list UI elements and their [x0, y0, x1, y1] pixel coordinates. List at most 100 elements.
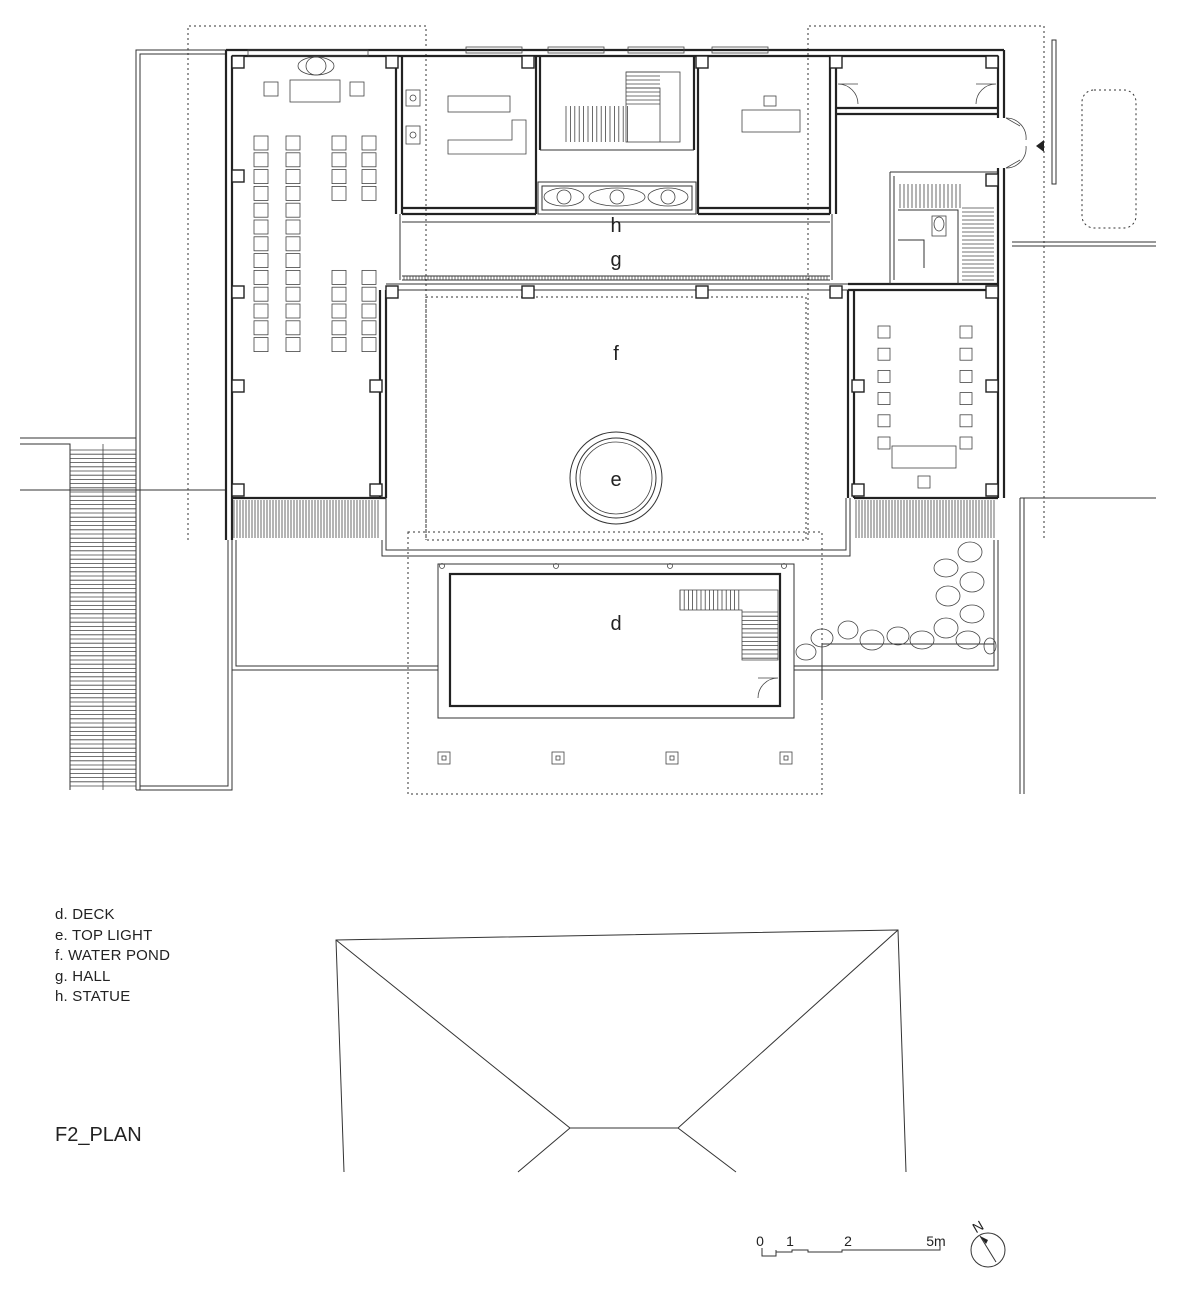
stone	[909, 630, 935, 650]
desk	[253, 152, 269, 168]
column	[369, 483, 383, 497]
column	[985, 379, 999, 393]
chair	[877, 436, 891, 450]
desk	[253, 219, 269, 235]
roof-outline	[335, 929, 907, 1173]
chair	[959, 392, 973, 406]
desk	[285, 337, 301, 353]
desk	[285, 320, 301, 336]
desk	[361, 320, 377, 336]
deck-post	[437, 751, 451, 765]
zone-labels: h g f e d	[610, 215, 621, 635]
classroom-desks-left	[253, 56, 377, 353]
zone-label-d: d	[610, 613, 621, 635]
deck-stair	[679, 589, 779, 661]
chair	[959, 414, 973, 428]
column	[985, 173, 999, 187]
desk	[253, 135, 269, 151]
post-small	[553, 563, 559, 569]
chair	[959, 325, 973, 339]
chair	[959, 436, 973, 450]
column	[985, 285, 999, 299]
stone	[795, 643, 817, 661]
desk	[331, 303, 347, 319]
column	[829, 55, 843, 69]
column	[695, 55, 709, 69]
chair	[877, 392, 891, 406]
stair-path	[626, 87, 661, 142]
stone	[810, 628, 834, 648]
desk	[285, 219, 301, 235]
desk	[253, 269, 269, 285]
desk	[253, 286, 269, 302]
stone	[935, 585, 961, 607]
legend-item-statue: h. STATUE	[55, 988, 131, 1005]
stone	[859, 629, 885, 651]
column	[985, 55, 999, 69]
scale-tick-0: 0	[756, 1233, 764, 1249]
desk	[361, 286, 377, 302]
desk	[285, 303, 301, 319]
exterior-stair-left	[70, 444, 136, 790]
scale-tick-1: 1	[786, 1233, 794, 1249]
desk	[285, 152, 301, 168]
desk	[285, 135, 301, 151]
meeting-room-chairs	[877, 325, 973, 489]
desk	[331, 135, 347, 151]
site-right	[1012, 39, 1156, 794]
stair-outline	[679, 589, 779, 661]
chair	[877, 414, 891, 428]
zone-label-g: g	[610, 249, 621, 271]
interior-stair-top	[565, 71, 994, 281]
stone	[957, 541, 983, 563]
column	[985, 483, 999, 497]
post-small	[667, 563, 673, 569]
deck-post-core	[441, 755, 447, 761]
column	[231, 55, 245, 69]
desk	[331, 337, 347, 353]
stone	[933, 558, 959, 578]
desk	[361, 269, 377, 285]
entrance-arrow-icon	[1036, 140, 1044, 152]
desk	[253, 253, 269, 269]
desk	[253, 202, 269, 218]
desk	[361, 303, 377, 319]
stone	[933, 617, 959, 639]
desk	[253, 337, 269, 353]
roof-overhang-outlines	[187, 25, 1045, 795]
column	[851, 483, 865, 497]
top-windows	[247, 46, 769, 57]
scale-bar: 0 1 2 5m	[756, 1233, 946, 1257]
post-small	[439, 563, 445, 569]
zone-label-f: f	[613, 343, 619, 365]
stone	[983, 637, 997, 655]
stone	[955, 630, 981, 650]
desk	[253, 169, 269, 185]
column	[231, 483, 245, 497]
scale-tick-2: 2	[844, 1233, 852, 1249]
column	[521, 55, 535, 69]
structural-columns	[231, 55, 999, 497]
column	[231, 169, 245, 183]
stone	[959, 604, 985, 624]
desk	[331, 152, 347, 168]
top-rooms-furniture	[405, 89, 947, 237]
site-left-strip	[20, 49, 233, 791]
deck-post	[551, 751, 565, 765]
column	[369, 379, 383, 393]
doors	[757, 83, 1044, 699]
desk	[285, 202, 301, 218]
desk	[253, 185, 269, 201]
deck-post-core	[669, 755, 675, 761]
deck	[231, 540, 999, 719]
scale-tick-5m: 5m	[926, 1233, 945, 1249]
desk	[361, 337, 377, 353]
desk	[331, 320, 347, 336]
north-arrow-icon: N	[970, 1217, 1006, 1268]
desk	[361, 185, 377, 201]
stair-outline	[625, 71, 681, 143]
desk	[361, 152, 377, 168]
hatched-edge-bands	[233, 276, 995, 538]
post-small	[781, 563, 787, 569]
